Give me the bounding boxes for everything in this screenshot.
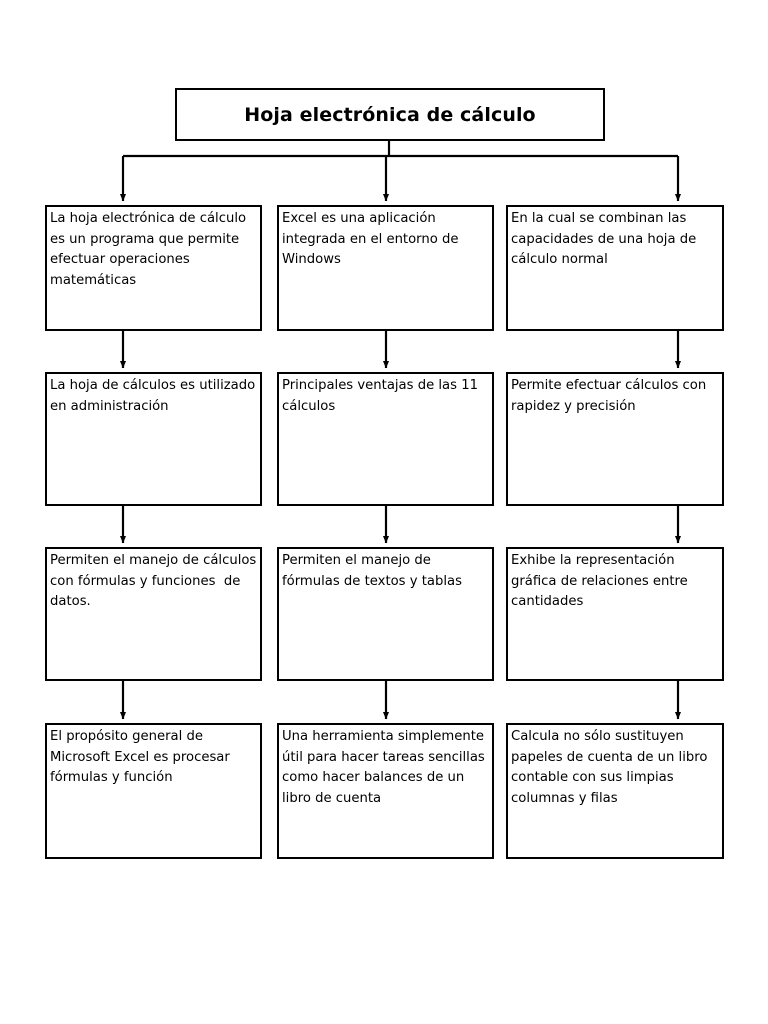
node-col3-row1[interactable]: En la cual se combinan las capacidades d… <box>506 205 724 331</box>
node-col2-row3[interactable]: Permiten el manejo de fórmulas de textos… <box>277 547 494 681</box>
node-col3-row2-label: Permite efectuar cálculos con rapidez y … <box>511 378 711 414</box>
node-col2-row1-label: Excel es una aplicación integrada en el … <box>282 211 463 268</box>
node-title-label: Hoja electrónica de cálculo <box>244 103 536 126</box>
node-col3-row3-label: Exhibe la representación gráfica de rela… <box>511 553 692 610</box>
node-col2-row2-label: Principales ventajas de las 11 cálculos <box>282 378 483 414</box>
node-col3-row4[interactable]: Calcula no sólo sustituyen papeles de cu… <box>506 723 724 859</box>
node-title[interactable]: Hoja electrónica de cálculo <box>175 88 605 141</box>
node-col2-row3-label: Permiten el manejo de fórmulas de textos… <box>282 553 462 589</box>
node-col1-row2[interactable]: La hoja de cálculos es utilizado en admi… <box>45 372 262 506</box>
node-col2-row2[interactable]: Principales ventajas de las 11 cálculos <box>277 372 494 506</box>
node-col3-row4-label: Calcula no sólo sustituyen papeles de cu… <box>511 729 712 806</box>
node-col1-row4[interactable]: El propósito general de Microsoft Excel … <box>45 723 262 859</box>
node-col1-row1[interactable]: La hoja electrónica de cálculo es un pro… <box>45 205 262 331</box>
node-col3-row2[interactable]: Permite efectuar cálculos con rapidez y … <box>506 372 724 506</box>
node-col1-row3-label: Permiten el manejo de cálculos con fórmu… <box>50 553 261 610</box>
node-col1-row4-label: El propósito general de Microsoft Excel … <box>50 729 235 786</box>
node-col2-row4-label: Una herramienta simplemente útil para ha… <box>282 729 489 806</box>
node-col2-row4[interactable]: Una herramienta simplemente útil para ha… <box>277 723 494 859</box>
node-col2-row1[interactable]: Excel es una aplicación integrada en el … <box>277 205 494 331</box>
node-col1-row3[interactable]: Permiten el manejo de cálculos con fórmu… <box>45 547 262 681</box>
node-col3-row3[interactable]: Exhibe la representación gráfica de rela… <box>506 547 724 681</box>
node-col3-row1-label: En la cual se combinan las capacidades d… <box>511 211 701 268</box>
node-col1-row1-label: La hoja electrónica de cálculo es un pro… <box>50 211 251 288</box>
node-col1-row2-label: La hoja de cálculos es utilizado en admi… <box>50 378 260 414</box>
